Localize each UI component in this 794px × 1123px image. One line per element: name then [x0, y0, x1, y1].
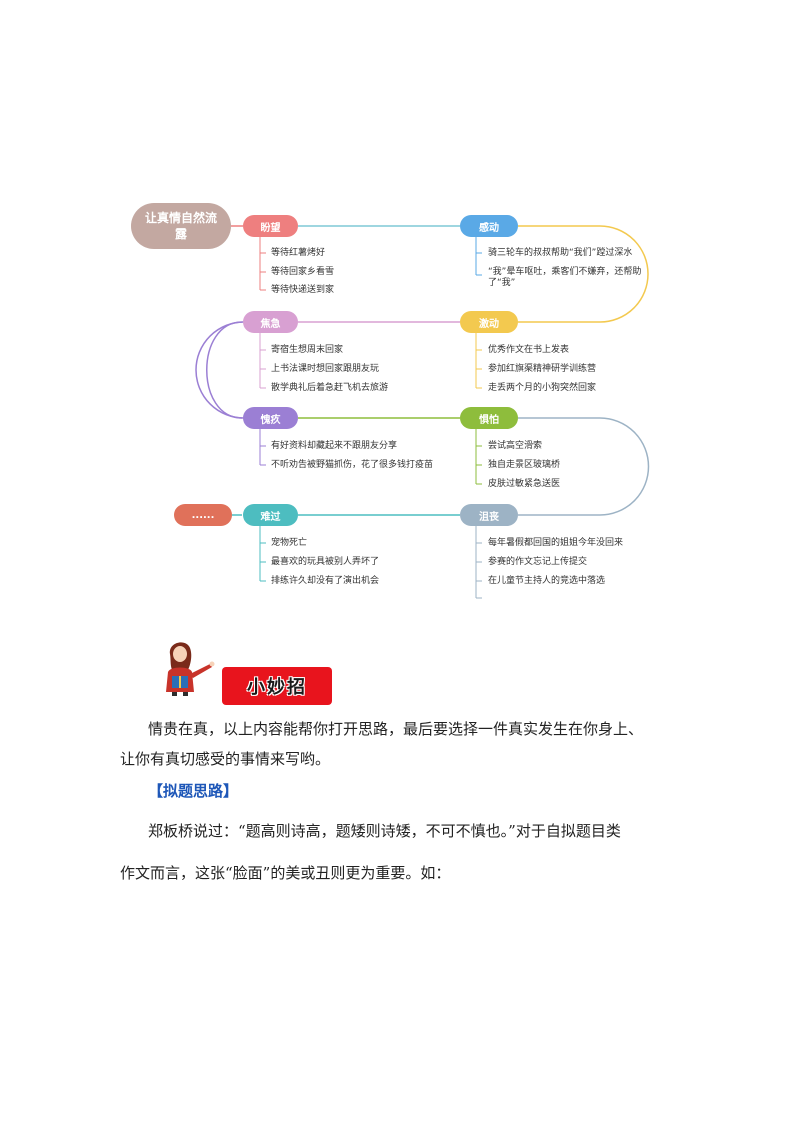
node-jiaoji: 焦急 [243, 311, 298, 333]
leaf-jidong-1: 优秀作文在书上发表 [488, 345, 570, 355]
leaf-jupa-1: 尝试高空滑索 [488, 441, 543, 451]
leaf-kuijiu-1: 有好资料却藏起来不跟朋友分享 [271, 441, 398, 451]
teacher-illustration [166, 642, 215, 696]
leaf-nanguo-3: 排练许久却没有了演出机会 [271, 576, 380, 586]
node-nanguo: 难过 [243, 504, 298, 526]
tip-banner-text: 小妙招 [247, 677, 307, 698]
leaf-kuijiu-2: 不听劝告被野猫抓伤，花了很多钱打疫苗 [271, 460, 434, 470]
leaf-jusang-1: 每年暑假都回国的姐姐今年没回来 [488, 538, 624, 548]
tree-jusang [475, 526, 482, 599]
leaf-jupa-2: 独自走景区玻璃桥 [488, 460, 561, 470]
connector-gandong-jidong [518, 225, 649, 323]
leaf-nanguo-1: 宠物死亡 [271, 538, 308, 548]
leaf-jupa-3: 皮肤过敏紧急送医 [488, 479, 561, 489]
tree-nanguo [259, 526, 266, 582]
tree-panwang [259, 237, 266, 291]
connector-jupa-jusang [518, 417, 650, 516]
tip-banner: 小妙招 [222, 667, 332, 705]
tree-jidong [475, 333, 482, 389]
node-jusang: 沮丧 [460, 504, 518, 526]
node-gandong: 感动 [460, 215, 518, 237]
leaf-panwang-3: 等待快递送到家 [271, 285, 335, 295]
mindmap-connectors [195, 225, 650, 599]
leaf-jiaoji-2: 上书法课时想回家跟朋友玩 [271, 364, 380, 374]
leaf-jusang-3: 在儿童节主持人的竞选中落选 [488, 576, 606, 586]
tree-jiaoji [259, 333, 266, 389]
para2-line2: 作文而言，这张“脸面”的美或丑则更为重要。如： [120, 864, 451, 882]
leaf-jiaoji-3: 散学典礼后着急赶飞机去旅游 [271, 383, 389, 393]
leaf-jusang-2: 参赛的作文忘记上传提交 [488, 557, 588, 567]
tree-kuijiu [259, 429, 266, 466]
leaf-jidong-2: 参加红旗渠精神研学训练营 [488, 364, 597, 374]
connector-jiaoji-kuijiu [195, 321, 245, 419]
leaf-gandong-1: 骑三轮车的叔叔帮助“我们”蹚过深水 [488, 248, 633, 258]
connector-left-curve [206, 321, 243, 419]
tree-gandong [475, 237, 482, 276]
leaf-jiaoji-1: 寄宿生想周末回家 [271, 345, 344, 355]
node-panwang: 盼望 [243, 215, 298, 237]
para2-line1: 郑板桥说过：“题高则诗高，题矮则诗矮，不可不慎也。”对于自拟题目类 [148, 822, 621, 840]
leaf-gandong-2: “我”晕车呕吐，乘客们不嫌弃，还帮助了“我” [488, 267, 642, 288]
leaf-nanguo-2: 最喜欢的玩具被别人弄坏了 [271, 557, 380, 567]
para1-line2: 让你有真切感受的事情来写哟。 [120, 750, 331, 768]
node-kuijiu: 愧疚 [243, 407, 298, 429]
node-jupa: 惧怕 [460, 407, 518, 429]
para1-line1: 情贵在真，以上内容能帮你打开思路，最后要选择一件真实发生在你身上、 [148, 720, 644, 738]
tree-jupa [475, 429, 482, 485]
leaf-panwang-2: 等待回家乡看雪 [271, 267, 335, 277]
mindmap-root: 让真情自然流露 [131, 203, 231, 249]
leaf-jidong-3: 走丢两个月的小狗突然回家 [488, 383, 597, 393]
mindmap-ellipsis: ...... [174, 504, 232, 526]
node-jidong: 激动 [460, 311, 518, 333]
leaf-panwang-1: 等待红薯烤好 [271, 248, 326, 258]
section-heading: 【拟题思路】 [148, 782, 239, 800]
